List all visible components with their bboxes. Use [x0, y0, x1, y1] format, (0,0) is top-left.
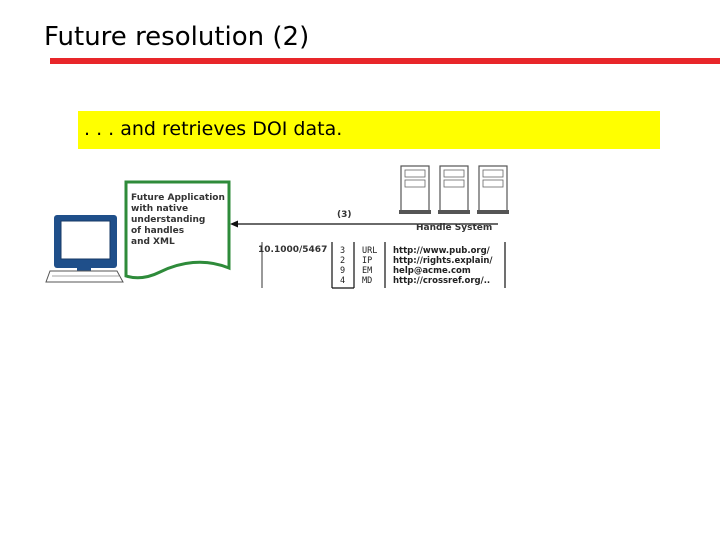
record-data: http://www.pub.org/ — [393, 246, 491, 256]
computer-icon — [45, 215, 124, 283]
app-line: understanding — [131, 215, 205, 225]
system-label: Handle System — [416, 223, 492, 233]
record-data: http://crossref.org/.. — [393, 276, 490, 286]
handle-value: 10.1000/5467 — [258, 245, 327, 255]
record-index: 3 — [340, 246, 345, 256]
record-index: 4 — [340, 276, 345, 286]
document-icon — [124, 180, 231, 280]
title-rule — [50, 58, 720, 64]
record-index: 2 — [340, 256, 345, 266]
app-line: with native — [131, 204, 188, 214]
app-line: Future Application — [131, 193, 225, 203]
record-index: 9 — [340, 266, 345, 276]
app-line: of handles — [131, 226, 184, 236]
response-arrow — [230, 220, 498, 228]
banner-text: . . . and retrieves DOI data. — [84, 118, 343, 140]
arrow-label: (3) — [337, 210, 352, 220]
banner — [78, 111, 660, 149]
record-type: URL — [362, 246, 377, 256]
server-icon — [399, 165, 431, 214]
server-icon — [438, 165, 470, 214]
record-type: IP — [362, 256, 372, 266]
server-icon — [477, 165, 509, 214]
slide-title: Future resolution (2) — [44, 22, 310, 52]
records-table — [331, 242, 506, 289]
record-data: http://rights.explain/ — [393, 256, 493, 266]
record-data: help@acme.com — [393, 266, 471, 276]
record-type: EM — [362, 266, 372, 276]
app-line: and XML — [131, 237, 175, 247]
record-type: MD — [362, 276, 372, 286]
